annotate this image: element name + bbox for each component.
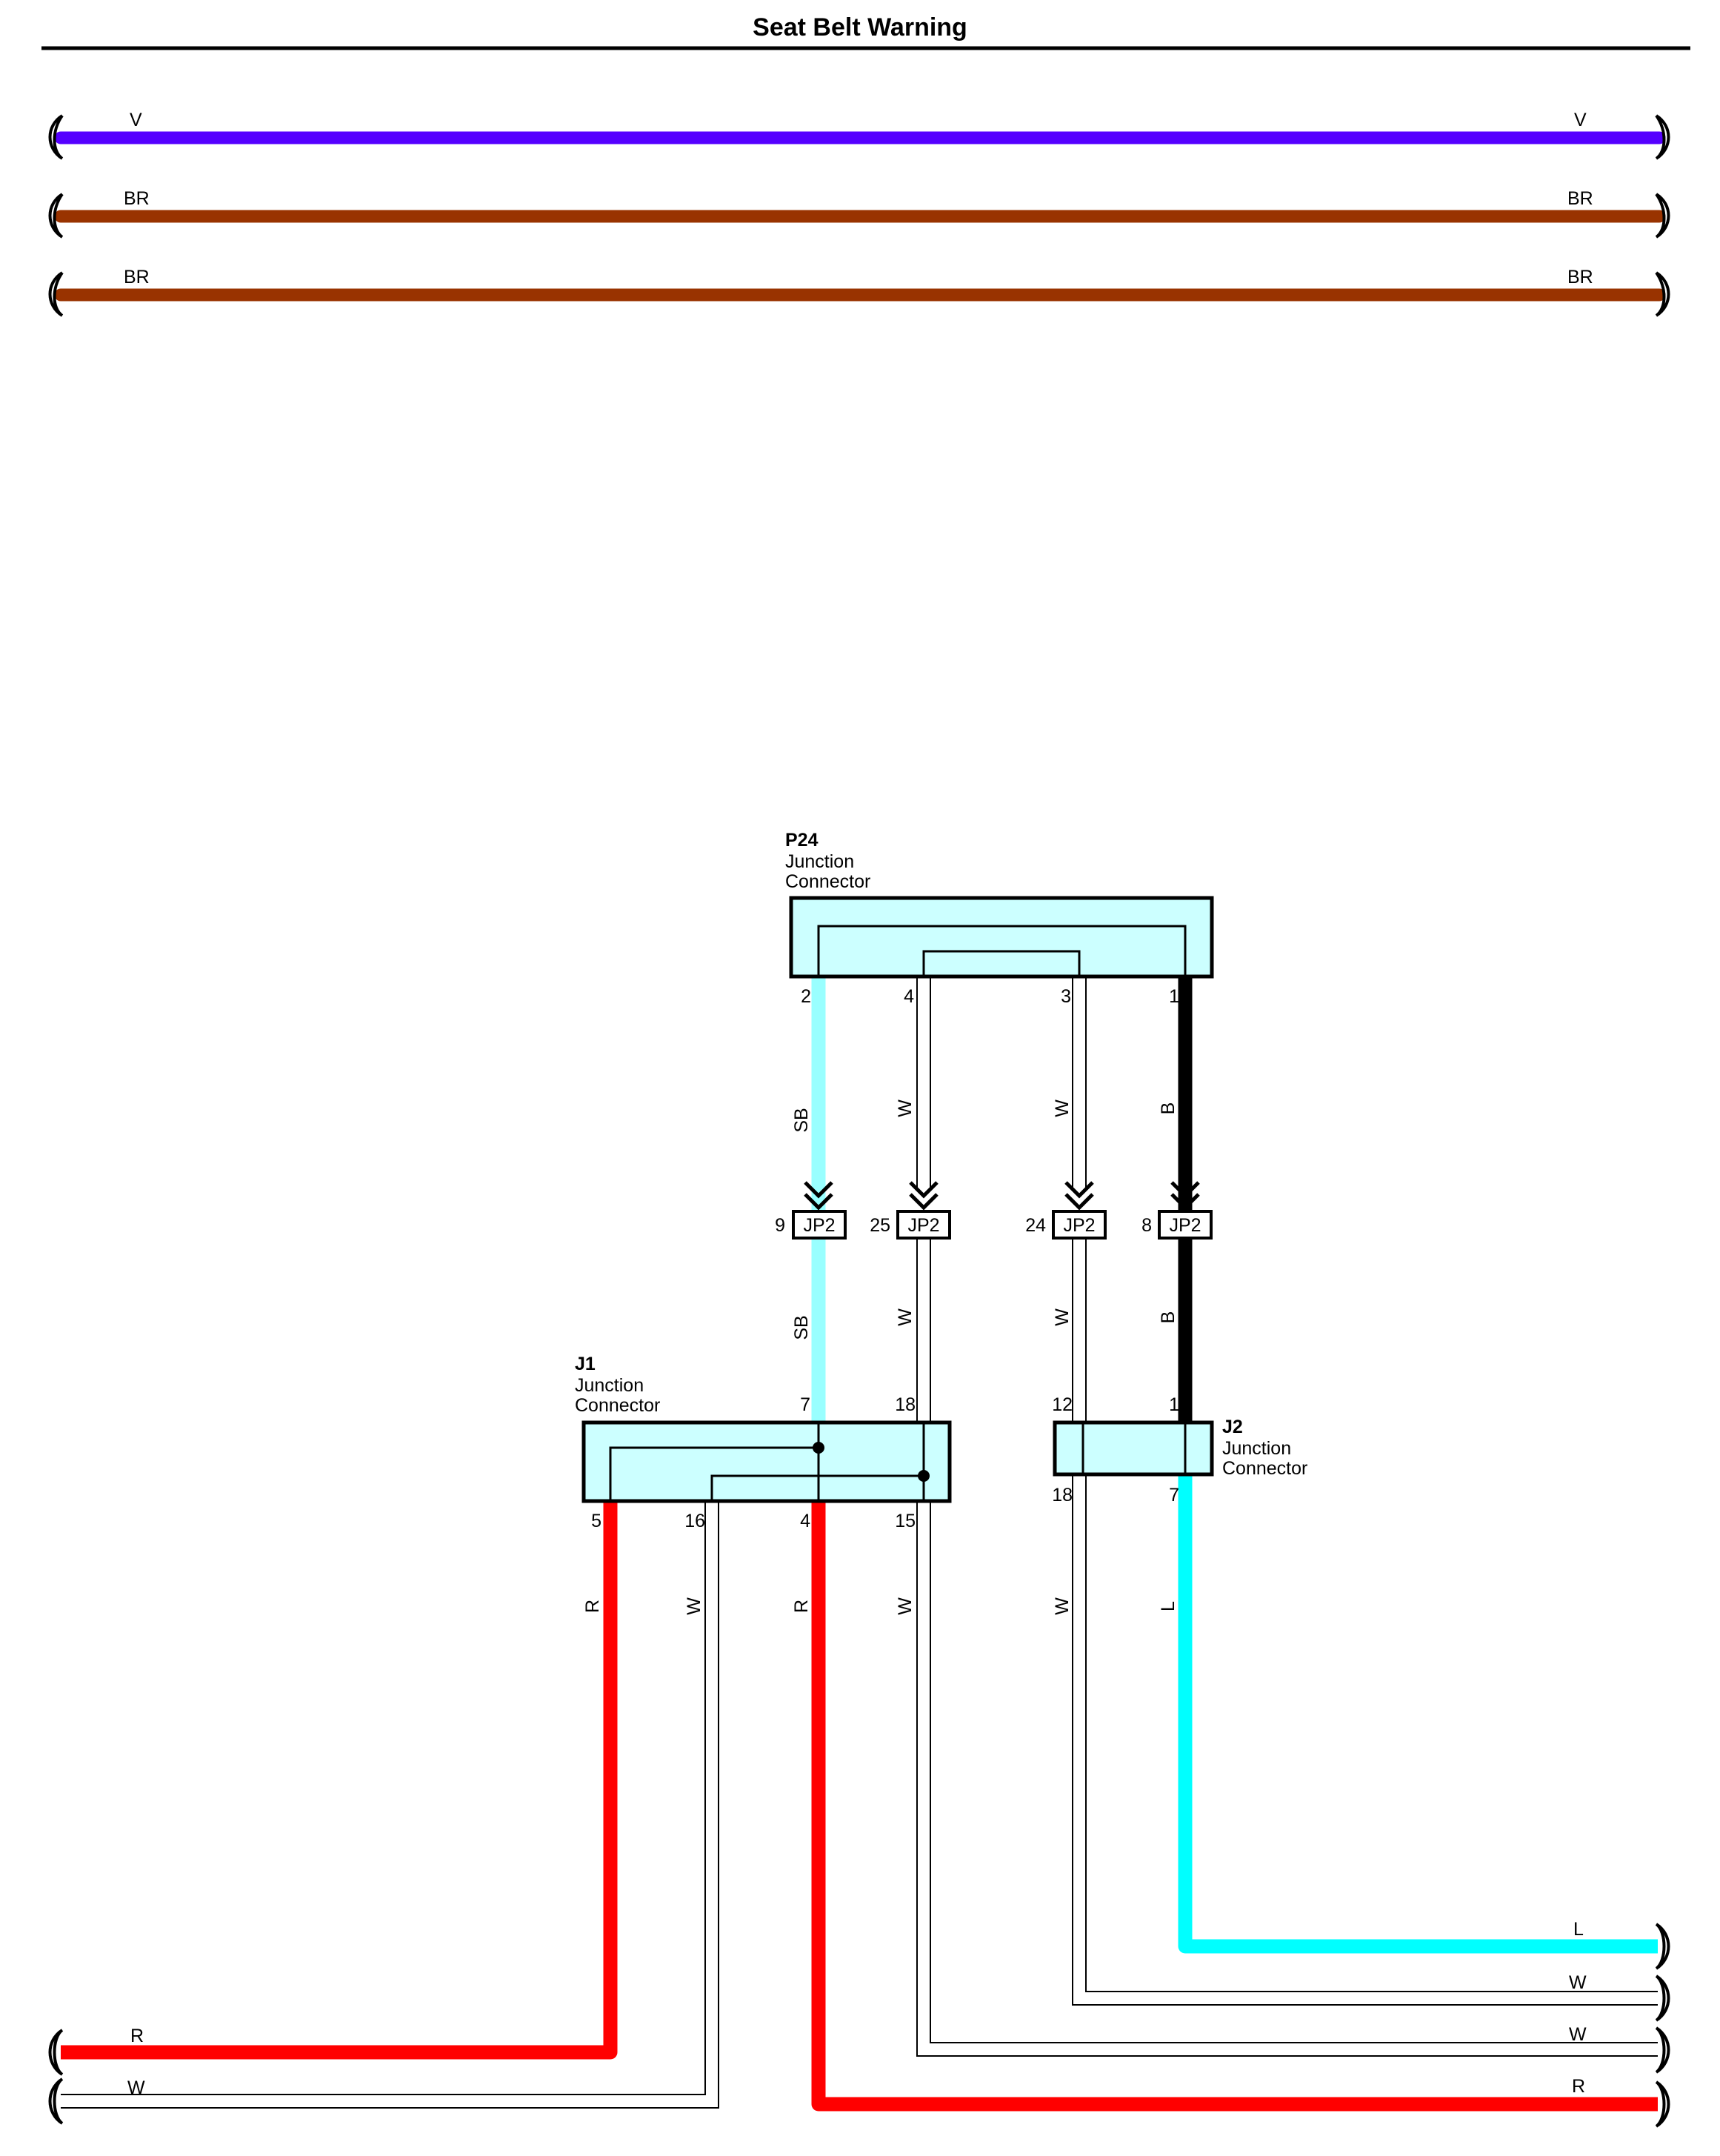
svg-text:W: W: [127, 2077, 145, 2098]
jp2-connector-8[interactable]: JP2 8: [1141, 1210, 1213, 1240]
wire-r-left[interactable]: [61, 1503, 618, 2060]
wire-label-left: BR: [124, 188, 150, 209]
svg-text:W: W: [1052, 1099, 1073, 1117]
connector-p24[interactable]: P24 Junction Connector 2 4 3 1: [785, 830, 1214, 1007]
svg-text:W: W: [895, 1099, 916, 1117]
top-wire-br-1[interactable]: BR BR: [54, 188, 1666, 223]
svg-text:SB: SB: [791, 1315, 812, 1340]
svg-text:W: W: [895, 1597, 916, 1615]
connector-name: Connector: [1222, 1458, 1307, 1479]
connector-j1[interactable]: J1 Junction Connector 7 18 5 16 4 15: [575, 1354, 952, 1531]
svg-text:W: W: [1052, 1597, 1073, 1615]
wire-label-left: BR: [124, 267, 150, 287]
svg-text:R: R: [1572, 2076, 1585, 2097]
junction-dot: [813, 1442, 824, 1454]
svg-text:L: L: [1573, 1919, 1584, 1940]
svg-text:JP2: JP2: [1063, 1215, 1095, 1236]
connector-body: [581, 1420, 952, 1503]
pin-number: 2: [801, 986, 811, 1007]
wire-label-right: BR: [1567, 188, 1593, 209]
svg-text:W: W: [1569, 1972, 1587, 1993]
connector-name: Connector: [575, 1395, 660, 1416]
jp2-connector-25[interactable]: JP2 25: [870, 1210, 951, 1240]
svg-text:9: 9: [775, 1215, 785, 1236]
svg-text:R: R: [791, 1600, 812, 1613]
svg-text:JP2: JP2: [803, 1215, 835, 1236]
wire-break-symbols-top: [48, 114, 1670, 317]
svg-text:25: 25: [870, 1215, 890, 1236]
wire-labels-middle: SB W W B: [791, 1308, 1179, 1340]
connector-body: [1053, 1420, 1214, 1477]
jp2-connector-24[interactable]: JP2 24: [1025, 1210, 1107, 1240]
page-title: Seat Belt Warning: [753, 13, 967, 41]
svg-text:JP2: JP2: [1169, 1215, 1201, 1236]
wire-labels-upper: SB W W B: [791, 1099, 1179, 1133]
top-wire-v[interactable]: V V: [54, 110, 1666, 144]
connector-name: Connector: [785, 871, 870, 892]
internal-bus: [817, 925, 1187, 978]
internal-bus: [609, 1423, 925, 1503]
svg-text:18: 18: [895, 1394, 916, 1415]
svg-text:1: 1: [1169, 1394, 1179, 1415]
svg-text:4: 4: [800, 1511, 810, 1531]
connector-id: J1: [575, 1354, 596, 1374]
svg-text:R: R: [582, 1600, 603, 1613]
wire-label-right: BR: [1567, 267, 1593, 287]
wire-r-right[interactable]: [811, 1503, 1658, 2112]
svg-text:JP2: JP2: [907, 1215, 939, 1236]
svg-text:5: 5: [591, 1511, 601, 1531]
svg-text:W: W: [1052, 1308, 1073, 1326]
connector-name: Junction: [575, 1375, 644, 1396]
svg-text:16: 16: [684, 1511, 705, 1531]
wire-label-right: V: [1574, 110, 1587, 130]
connector-body: [789, 896, 1214, 979]
svg-text:W: W: [1569, 2024, 1587, 2045]
svg-text:15: 15: [895, 1511, 916, 1531]
svg-text:B: B: [1158, 1311, 1179, 1324]
connector-id: P24: [785, 830, 819, 851]
svg-text:B: B: [1158, 1102, 1179, 1115]
connector-name: Junction: [785, 851, 854, 872]
svg-text:L: L: [1158, 1601, 1179, 1611]
pin-number: 3: [1061, 986, 1071, 1007]
internal-bus: [922, 950, 1081, 978]
svg-text:7: 7: [1169, 1485, 1179, 1505]
svg-text:18: 18: [1052, 1485, 1073, 1505]
wire-l[interactable]: [1178, 1474, 1658, 1954]
junction-dot: [918, 1470, 930, 1482]
connector-id: J2: [1222, 1417, 1243, 1437]
internal-bus: [1081, 1423, 1187, 1474]
wire-break-symbols-bottom: [48, 1923, 1670, 2128]
svg-text:12: 12: [1052, 1394, 1073, 1415]
pin-number: 4: [904, 986, 914, 1007]
connector-name: Junction: [1222, 1438, 1291, 1459]
connector-j2[interactable]: J2 Junction Connector 12 1 18 7: [1052, 1394, 1307, 1505]
svg-text:7: 7: [800, 1394, 810, 1415]
svg-text:8: 8: [1141, 1215, 1152, 1236]
svg-text:SB: SB: [791, 1108, 812, 1132]
wire-labels-lower: R W R W W L: [582, 1597, 1179, 1615]
svg-text:24: 24: [1025, 1215, 1046, 1236]
svg-text:W: W: [684, 1597, 704, 1615]
bottom-wire-labels: L W W R R W: [127, 1919, 1587, 2098]
jp2-connector-9[interactable]: JP2 9: [775, 1210, 847, 1240]
top-wire-br-2[interactable]: BR BR: [54, 267, 1666, 302]
wire-label-left: V: [130, 110, 142, 130]
svg-text:R: R: [130, 2026, 144, 2046]
jp2-arrows: [804, 1181, 1200, 1211]
white-wires[interactable]: [61, 976, 1658, 2109]
svg-text:W: W: [895, 1308, 916, 1326]
pin-number: 1: [1169, 986, 1179, 1007]
